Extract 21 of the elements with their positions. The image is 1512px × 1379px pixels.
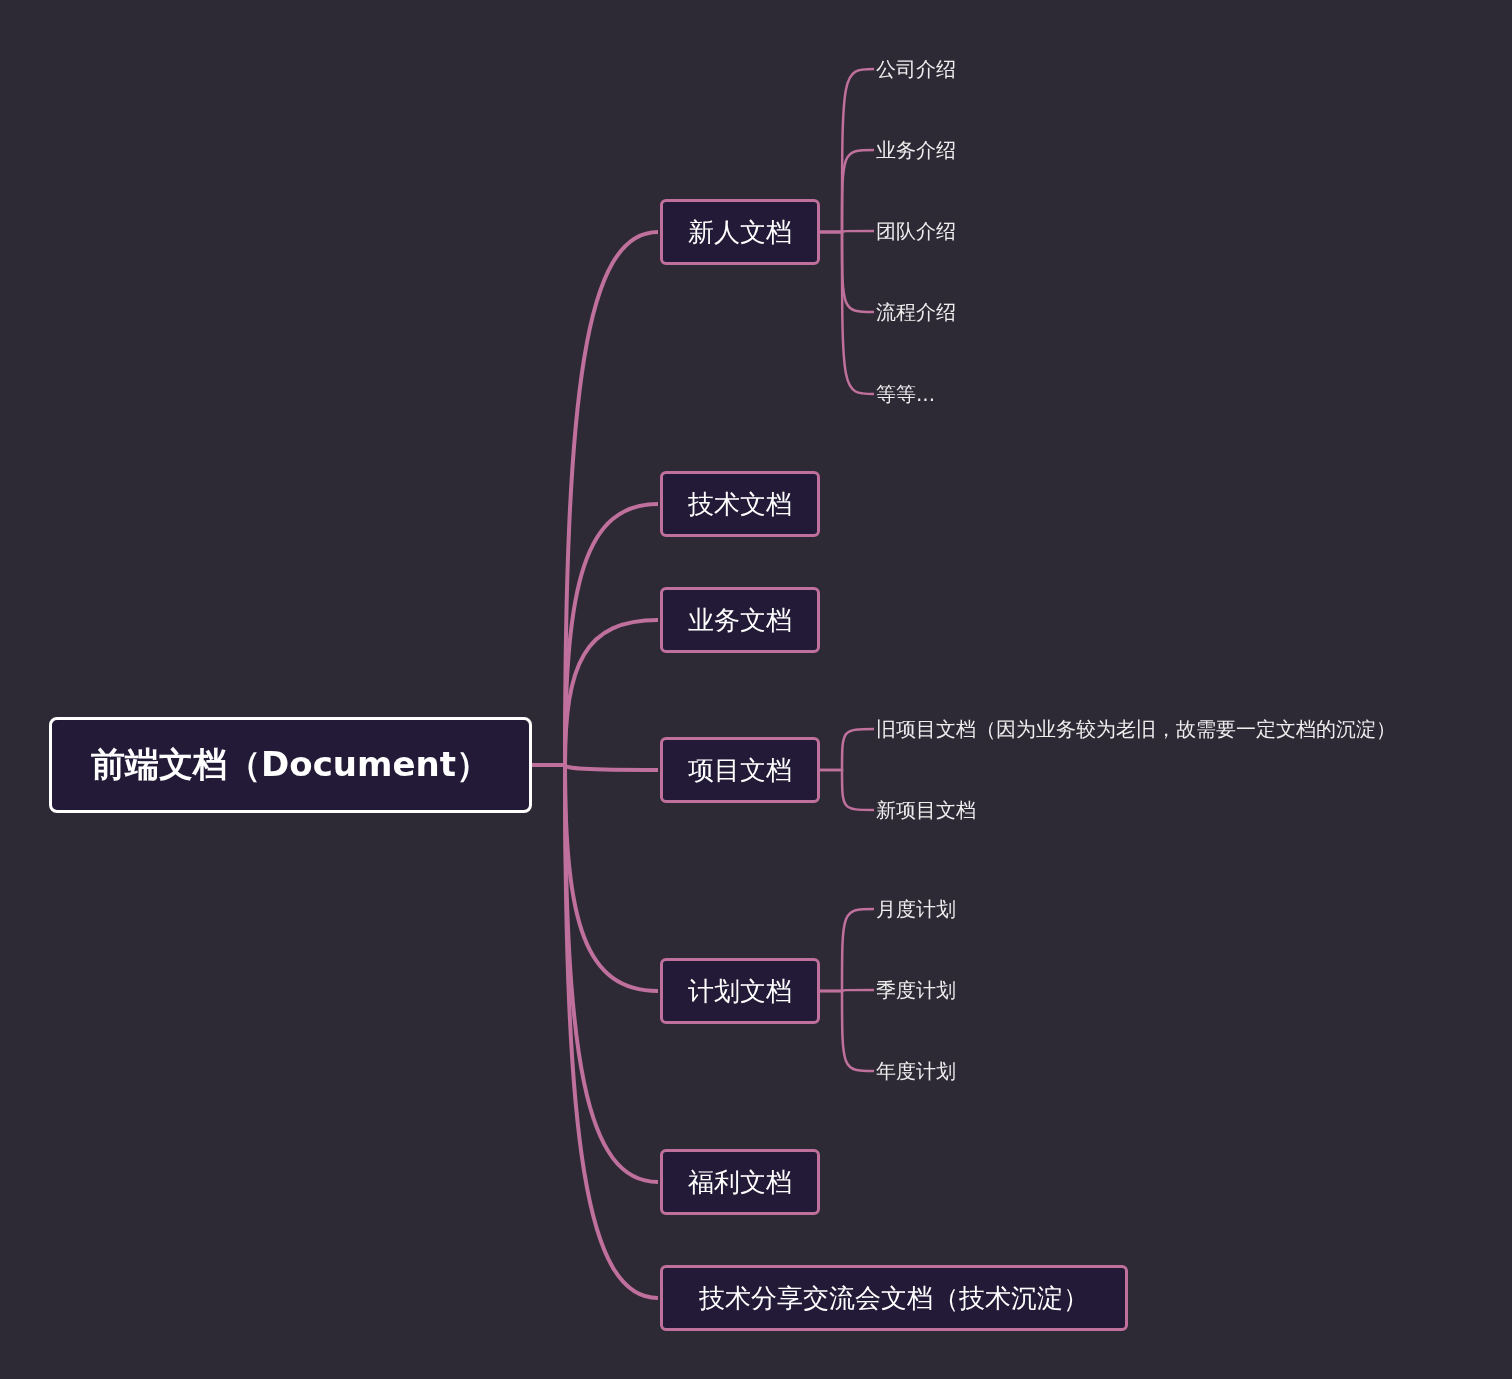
topic-box: 计划文档 — [660, 958, 820, 1024]
connector-line — [820, 989, 874, 1073]
root-topic-box: 前端文档（Document） — [49, 717, 532, 813]
subtopic-text: 旧项目文档（因为业务较为老旧，故需要一定文档的沉淀） — [876, 714, 1396, 744]
subtopic-text: 年度计划 — [876, 1056, 956, 1086]
subtopic-text: 团队介绍 — [876, 216, 956, 246]
subtopic-text: 流程介绍 — [876, 297, 956, 327]
topic-box: 福利文档 — [660, 1149, 820, 1215]
subtopic-text: 月度计划 — [876, 894, 956, 924]
subtopic-text: 公司介绍 — [876, 54, 956, 84]
topic-box: 技术文档 — [660, 471, 820, 537]
topic-box: 业务文档 — [660, 587, 820, 653]
connector-line — [820, 768, 874, 812]
subtopic-text: 等等... — [876, 379, 936, 409]
topic-box: 新人文档 — [660, 199, 820, 265]
connector-line — [820, 230, 874, 396]
topic-box: 技术分享交流会文档（技术沉淀） — [660, 1265, 1128, 1331]
subtopic-text: 新项目文档 — [876, 795, 976, 825]
topic-box: 项目文档 — [660, 737, 820, 803]
subtopic-text: 业务介绍 — [876, 135, 956, 165]
subtopic-text: 季度计划 — [876, 975, 956, 1005]
